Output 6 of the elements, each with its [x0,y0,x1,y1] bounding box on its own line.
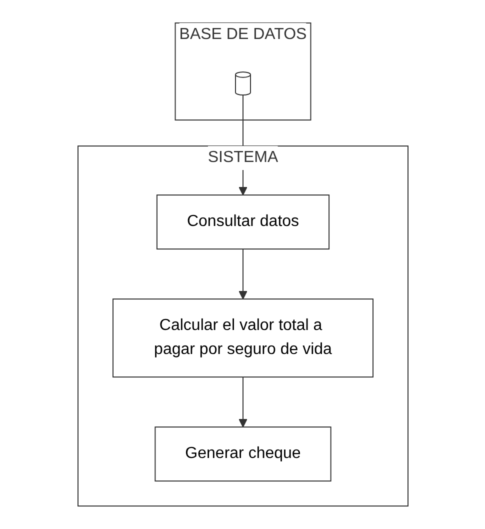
arrow [238,248,247,300]
arrow [238,376,247,428]
node-box: Consultar datos [156,194,330,250]
node-box: Calcular el valor total a pagar por seguro de vida [112,298,373,378]
node-box: Generar cheque [154,426,331,482]
node-cylinder [234,71,250,96]
